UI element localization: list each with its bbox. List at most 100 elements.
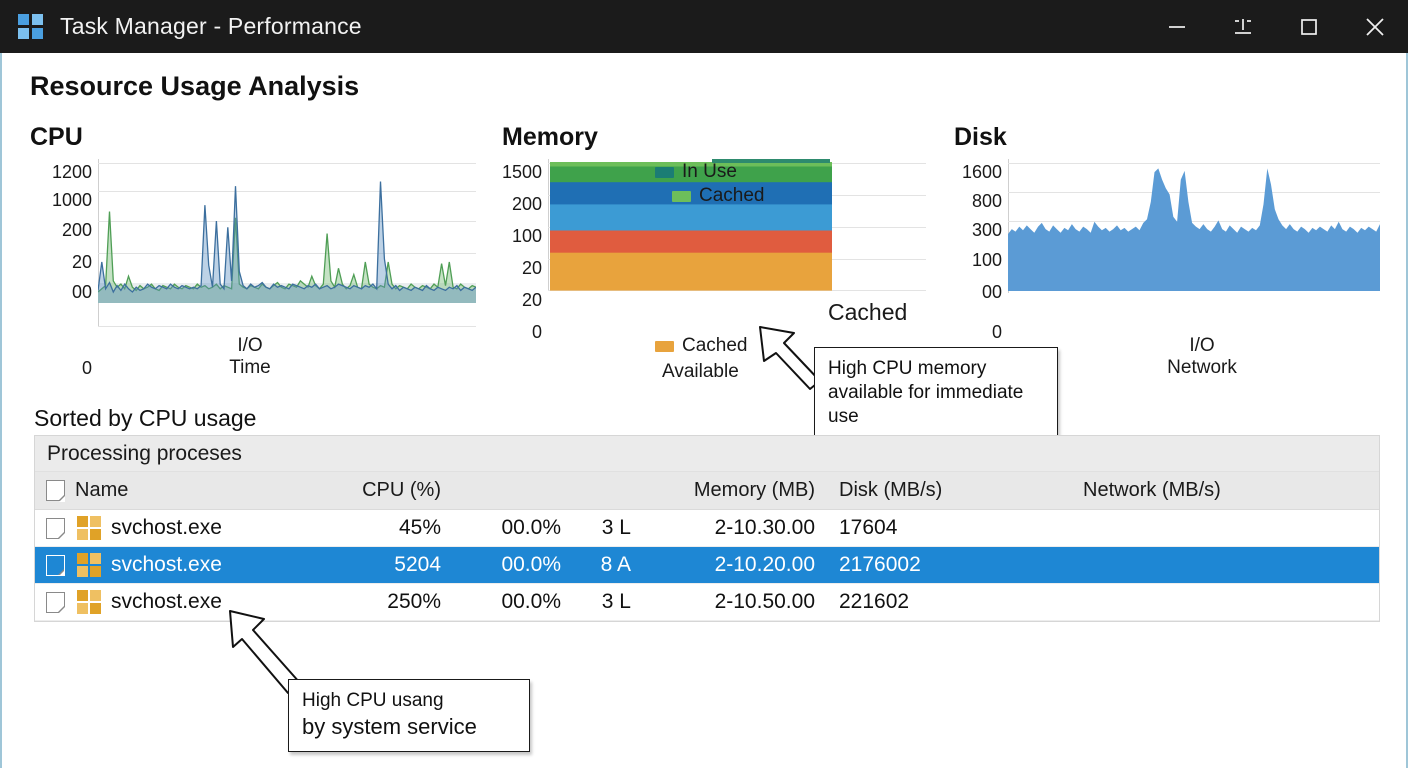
row-checkbox[interactable] [35, 591, 75, 613]
legend-swatch-cached-top [672, 190, 691, 202]
checkbox-icon [45, 517, 65, 539]
checkbox-icon [45, 554, 65, 576]
disk-ytick: 0 [991, 322, 1002, 342]
table-header-row: Name CPU (%) Memory (MB) Disk (MB/s) Net… [35, 472, 1379, 510]
cpu-chart: CPU 1200 1000 200 20 00 0 [30, 121, 480, 421]
row-process-name: svchost.exe [111, 553, 222, 576]
memory-ytick: 1500 [501, 162, 542, 182]
memory-ytick: 20 [521, 290, 542, 310]
memory-chart-title: Memory [502, 123, 598, 151]
page-title: Resource Usage Analysis [30, 71, 360, 101]
window-controls [1144, 0, 1408, 53]
row-memory-cell: 2-10.50.00 [714, 590, 815, 613]
task-manager-icon [18, 13, 44, 40]
disk-ytick: 300 [971, 220, 1002, 240]
row-disk-cell: 221602 [839, 590, 910, 613]
cpu-ytick: 20 [71, 252, 92, 272]
disk-ytick: 00 [981, 282, 1002, 302]
memory-legend-cached-top: Cached [672, 185, 765, 207]
row-name-cell: svchost.exe [75, 552, 337, 578]
charts-row: CPU 1200 1000 200 20 00 0 [2, 121, 1406, 461]
row-name-cell: svchost.exe [75, 515, 337, 541]
minimize-icon [1169, 25, 1185, 28]
legend-swatch-in-use [655, 166, 674, 178]
cpu-chart-title: CPU [30, 123, 83, 151]
memory-ytick: 0 [531, 322, 542, 342]
legend-label-cached-top: Cached [699, 185, 765, 206]
row-extra2-cell: 3 L [601, 516, 631, 539]
column-header-disk[interactable]: Disk (MB/s) [839, 479, 943, 501]
cpu-y-axis-labels: 1200 1000 200 20 00 0 [30, 162, 92, 377]
legend-label-in-use: In Use [682, 161, 737, 182]
row-extra2-cell: 3 L [601, 590, 631, 613]
column-header-name[interactable]: Name [75, 479, 129, 501]
memory-y-axis-labels: 1500 200 100 20 20 0 [480, 163, 542, 373]
cpu-x-axis-label: I/O Time [180, 335, 320, 379]
minimize-button[interactable] [1144, 0, 1210, 53]
checkbox-icon [45, 480, 65, 501]
process-icon [77, 515, 102, 541]
column-header-cpu[interactable]: CPU (%) [362, 479, 441, 501]
cpu-ytick: 1200 [51, 162, 92, 182]
checkbox-icon [45, 591, 65, 613]
row-disk-cell: 17604 [839, 516, 898, 539]
row-extra1-cell: 00.0% [501, 553, 561, 576]
cpu-xlabel-1: I/O [237, 335, 263, 356]
disk-xlabel-1: I/O [1189, 335, 1215, 356]
cpu-plot [98, 159, 476, 327]
row-cpu-cell: 5204 [394, 553, 441, 576]
disk-area-series [1008, 168, 1380, 291]
memory-xlabel-2: Available [662, 361, 739, 382]
column-header-memory[interactable]: Memory (MB) [693, 479, 815, 501]
row-memory-cell: 2-10.20.00 [714, 553, 815, 576]
memory-callout-line1: High CPU memory [828, 358, 987, 379]
close-button[interactable] [1342, 0, 1408, 53]
disk-ytick: 1600 [961, 162, 1002, 182]
memory-x-axis-label: Available [662, 361, 782, 383]
disk-plot [1008, 159, 1380, 293]
cpu-ytick: 0 [81, 358, 92, 378]
memory-ytick: 20 [521, 258, 542, 278]
cpu-ytick: 00 [71, 282, 92, 302]
memory-legend-in-use: In Use [655, 161, 737, 183]
memory-callout-line2: available for immediate use [828, 381, 1024, 427]
row-process-name: svchost.exe [111, 590, 222, 613]
process-table: Processing proceses Name CPU (%) Memory … [34, 435, 1380, 622]
cpu-area-series [98, 181, 476, 303]
row-disk-cell: 2176002 [839, 553, 921, 576]
table-row[interactable]: svchost.exe 250% 00.0% 3 L 2-10.50.00 22… [35, 584, 1379, 621]
legend-swatch-cached-bottom [655, 340, 674, 352]
process-icon [77, 552, 102, 578]
memory-chart: Memory 1500 200 100 20 20 0 [480, 121, 930, 421]
column-header-network[interactable]: Network (MB/s) [1083, 479, 1221, 501]
cpu-callout-line1: High CPU usang [302, 690, 444, 711]
window-titlebar: Task Manager - Performance [0, 0, 1408, 53]
row-checkbox[interactable] [35, 517, 75, 539]
row-checkbox[interactable] [35, 554, 75, 576]
memory-stacked-bands [550, 159, 832, 291]
cpu-ytick: 1000 [51, 190, 92, 210]
window-title: Task Manager - Performance [60, 13, 362, 39]
window-body: Resource Usage Analysis CPU 1200 1000 20… [0, 53, 1408, 768]
process-icon [77, 589, 102, 615]
row-memory-cell: 2-10.30.00 [714, 516, 815, 539]
close-icon [1366, 17, 1384, 36]
disk-y-axis-labels: 1600 800 300 100 00 0 [932, 163, 1002, 373]
maximize-button[interactable] [1276, 0, 1342, 53]
disk-x-axis-label: I/O Network [1122, 335, 1282, 379]
dock-button[interactable] [1210, 0, 1276, 53]
table-row[interactable]: svchost.exe 45% 00.0% 3 L 2-10.30.00 176… [35, 510, 1379, 547]
sorted-by-label: Sorted by CPU usage [34, 405, 257, 431]
memory-cached-annotation: Cached [828, 299, 908, 325]
dock-icon [1235, 18, 1251, 34]
cpu-usage-callout: High CPU usang by system service [288, 679, 530, 753]
row-cpu-cell: 250% [387, 590, 441, 613]
row-name-cell: svchost.exe [75, 589, 337, 615]
row-extra1-cell: 00.0% [501, 516, 561, 539]
memory-ytick: 100 [511, 226, 542, 246]
cpu-xlabel-2: Time [229, 356, 271, 378]
table-row[interactable]: svchost.exe 5204 00.0% 8 A 2-10.20.00 21… [35, 547, 1379, 584]
disk-chart: Disk 1600 800 300 100 00 0 [932, 121, 1382, 421]
select-all-checkbox[interactable] [35, 480, 75, 501]
row-extra2-cell: 8 A [600, 553, 631, 576]
